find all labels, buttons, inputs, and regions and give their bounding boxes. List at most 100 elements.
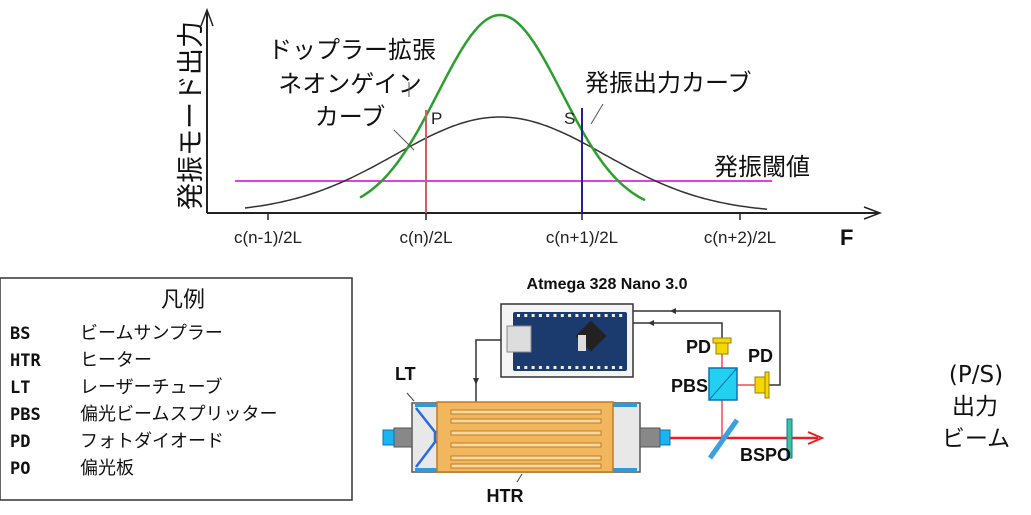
output-label: 出力 (952, 394, 998, 420)
y-axis-arrow (200, 7, 214, 27)
usb-connector (506, 325, 532, 353)
right-mirror (659, 429, 671, 446)
lt-label: LT (395, 364, 416, 384)
legend-code: BS (10, 324, 30, 344)
heater-fins (450, 409, 602, 469)
pin (553, 366, 557, 369)
legend-desc: ヒーター (80, 350, 152, 371)
polarizer (786, 418, 793, 459)
htr-pointer (516, 473, 523, 483)
pin (619, 366, 623, 369)
legend-code: LT (10, 378, 30, 398)
gain-curve (244, 116, 768, 210)
pbs-label: PBS (671, 376, 708, 396)
right-mirror-mount (639, 427, 661, 448)
gain-curve-label: カーブ (315, 103, 386, 131)
output-curve-label: 発振出力カーブ (585, 69, 752, 97)
pbs-diagonal (708, 367, 738, 401)
pin (582, 366, 586, 369)
controller-label: Atmega 328 Nano 3.0 (527, 276, 688, 293)
pin (568, 314, 572, 317)
output-label: ビーム (942, 426, 1010, 452)
pin (546, 314, 550, 317)
pin (568, 366, 572, 369)
photodiode-top (712, 337, 732, 355)
pin (538, 314, 542, 317)
pin (553, 314, 557, 317)
y-axis-label: 発振モード出力 (176, 21, 207, 210)
pin (546, 366, 550, 369)
heater-fin (450, 418, 602, 424)
pin (590, 314, 593, 317)
mode-p-label: P (431, 109, 442, 128)
pin (517, 366, 520, 369)
pd1-label: PD (686, 337, 711, 357)
pin (531, 366, 535, 369)
pin (611, 366, 615, 369)
pin (611, 314, 615, 317)
x-ticks (267, 213, 741, 220)
pd2-label: PD (748, 346, 773, 366)
legend-code: PD (10, 432, 30, 452)
output-label: (P/S) (949, 362, 1003, 388)
photodiode-right (754, 371, 770, 399)
mode-s-label: S (564, 109, 575, 128)
pin (538, 366, 542, 369)
tick-label: c(n-1)/2L (234, 228, 302, 247)
legend-code: PBS (10, 405, 41, 425)
tick-label: c(n)/2L (400, 228, 453, 247)
pin (597, 366, 601, 369)
pin (604, 314, 608, 317)
tick-label: c(n+2)/2L (704, 228, 776, 247)
legend-box (0, 277, 353, 501)
optical-setup: Atmega 328 Nano 3.0 (382, 276, 1010, 506)
legend-desc: ビームサンプラー (80, 323, 223, 344)
wire-arrow (670, 308, 676, 314)
output-pointer (590, 103, 604, 125)
pin (560, 314, 564, 317)
heater-fin (450, 409, 602, 415)
mode-chart: c(n-1)/2L c(n)/2L c(n+1)/2L c(n+2)/2L F … (176, 7, 883, 250)
gain-curve-label: ドップラー拡張 (268, 36, 436, 64)
pin (575, 314, 579, 317)
heater-fin (450, 442, 602, 448)
legend-desc: フォトダイオード (80, 431, 224, 452)
threshold-label: 発振閾値 (714, 153, 810, 181)
legend-desc: レーザーチューブ (80, 376, 223, 398)
beam-arrow (807, 431, 825, 445)
pin (517, 314, 520, 317)
pin (560, 366, 564, 369)
wire-arrow (648, 320, 654, 326)
heater-fin (450, 455, 602, 461)
htr-label: HTR (487, 486, 524, 506)
pin (531, 314, 535, 317)
x-axis-arrow (863, 206, 883, 220)
gain-curve-label: ネオンゲイン (278, 70, 422, 98)
arduino-board (513, 312, 627, 371)
pin (524, 366, 528, 369)
pin (604, 366, 608, 369)
legend: 凡例 BS ビームサンプラー HTR ヒーター LT レーザーチューブ PBS 偏光ビームスプ… (0, 277, 353, 501)
pin (619, 314, 623, 317)
legend-code: PO (10, 459, 30, 479)
pin (590, 366, 593, 369)
gain-pointer (393, 129, 415, 151)
pin-headers (517, 314, 623, 369)
heater-fin (450, 430, 602, 436)
bs-label: BS (740, 445, 765, 465)
pin (597, 314, 601, 317)
output-curve (359, 13, 646, 202)
po-label: PO (765, 445, 791, 465)
left-mirror (382, 429, 395, 446)
heater-fin (450, 463, 602, 469)
left-mirror-mount (393, 427, 413, 448)
pin (575, 366, 579, 369)
legend-code: HTR (10, 351, 41, 371)
legend-desc: 偏光ビームスプリッター (80, 404, 277, 425)
pin (524, 314, 528, 317)
legend-title: 凡例 (161, 288, 205, 313)
beam-sampler (707, 418, 740, 460)
lt-pointer (406, 392, 415, 402)
pin (582, 314, 586, 317)
